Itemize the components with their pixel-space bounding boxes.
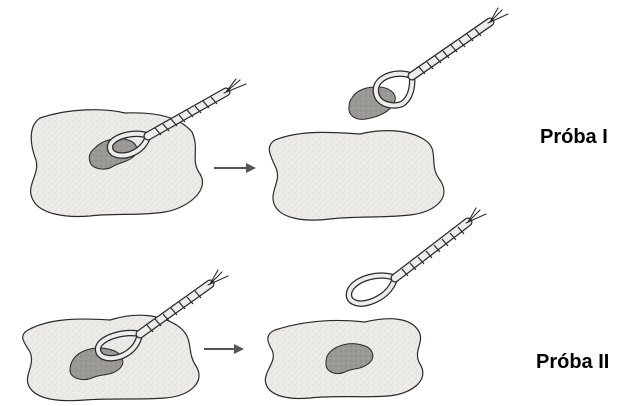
trial-2-before-rope xyxy=(140,270,228,334)
trial-1-after-surface xyxy=(269,131,444,220)
trial-1-arrow xyxy=(214,163,256,173)
trial-2-label: Próba II xyxy=(536,351,609,373)
trial-2-arrow xyxy=(204,344,244,354)
trial-2-after-panel xyxy=(265,208,486,398)
trial-1-before-panel xyxy=(31,79,246,216)
trial-2-before-panel xyxy=(23,270,228,401)
trial-1-after-panel xyxy=(269,8,508,220)
trial-1-label: Próba I xyxy=(540,126,608,148)
trial-2-after-rope xyxy=(395,208,486,278)
trial-1-after-rope xyxy=(412,8,508,76)
trial-1-before-rope xyxy=(148,79,246,136)
